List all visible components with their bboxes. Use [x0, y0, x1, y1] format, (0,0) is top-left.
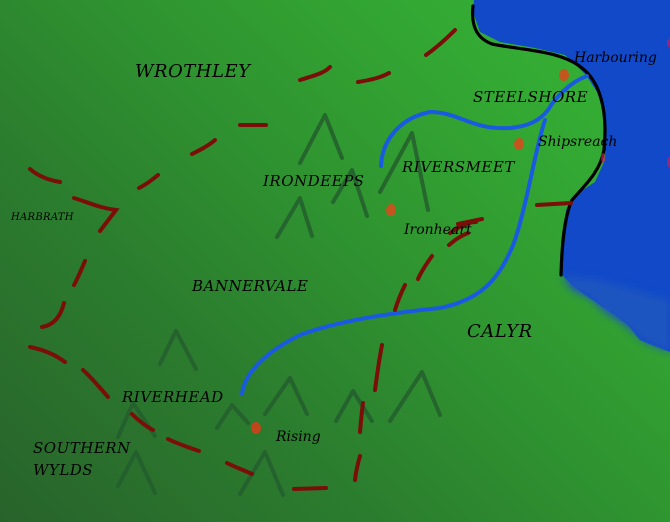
region-label-harbrath: HARBRATH [11, 212, 74, 223]
mountain-icon [116, 450, 157, 495]
road-segment [535, 201, 573, 207]
mountains [116, 113, 442, 497]
region-label-riversmeet: RIVERSMEET [402, 158, 515, 176]
speckle [667, 157, 670, 167]
region-label-irondeeps: IRONDEEPS [263, 172, 365, 190]
road-segment [166, 437, 201, 453]
road-segment [225, 461, 254, 476]
mountain-icon [263, 376, 309, 416]
speckle [601, 153, 605, 163]
region-label-wrothley: WROTHLEY [135, 61, 251, 82]
town-marker-ironheart[interactable] [386, 204, 396, 216]
road-segment [292, 486, 328, 491]
mountain-icon [378, 131, 430, 212]
mountain-icon [275, 196, 314, 239]
mountain-icon [215, 403, 250, 430]
town-label-rising[interactable]: Rising [276, 429, 321, 445]
road-segment [373, 343, 384, 392]
road-segment [137, 173, 160, 190]
road-segment [28, 167, 62, 184]
town-marker-rising[interactable] [251, 422, 261, 434]
river-northern-branch [379, 74, 589, 168]
mountain-icon [388, 370, 442, 423]
road-segment [456, 217, 484, 226]
mountain-icon [158, 329, 198, 371]
mountain-icon [331, 168, 369, 218]
road-segment [72, 259, 87, 287]
region-label-steelshore: STEELSHORE [473, 88, 589, 106]
sea [473, 0, 670, 352]
mountain-icon [238, 450, 285, 497]
sea-speckles [601, 39, 670, 167]
road-segment [72, 196, 120, 233]
road-segment [190, 138, 217, 156]
road-segment [130, 412, 155, 432]
mountain-icon [334, 389, 374, 423]
road-segment [447, 231, 470, 247]
town-label-harbouring[interactable]: Harbouring [574, 50, 657, 66]
town-marker-shipsreach[interactable] [514, 138, 524, 150]
road-segment [356, 71, 391, 84]
road-segment [416, 254, 434, 281]
road-segment [28, 345, 67, 364]
town-label-ironheart[interactable]: Ironheart [404, 222, 472, 238]
mountain-icon [298, 113, 344, 165]
rivers [240, 74, 589, 396]
region-label-calyr: CALYR [467, 321, 533, 342]
region-label-bannervale: BANNERVALE [192, 277, 309, 295]
river-main [240, 118, 547, 396]
road-segment [353, 454, 362, 482]
town-markers [251, 69, 569, 434]
region-label-riverhead: RIVERHEAD [122, 388, 224, 406]
road-segment [40, 301, 66, 329]
region-label-southern: SOUTHERN [33, 439, 131, 457]
town-label-shipsreach[interactable]: Shipsreach [538, 134, 618, 150]
speckle [667, 39, 670, 47]
region-label-wylds: WYLDS [33, 461, 94, 479]
road-segment [81, 368, 110, 399]
road-segment [298, 65, 332, 82]
road-segment [358, 401, 365, 434]
road-segment [393, 283, 407, 312]
road-segment [424, 28, 457, 57]
roads [28, 28, 573, 491]
town-marker-harbouring[interactable] [559, 69, 569, 81]
